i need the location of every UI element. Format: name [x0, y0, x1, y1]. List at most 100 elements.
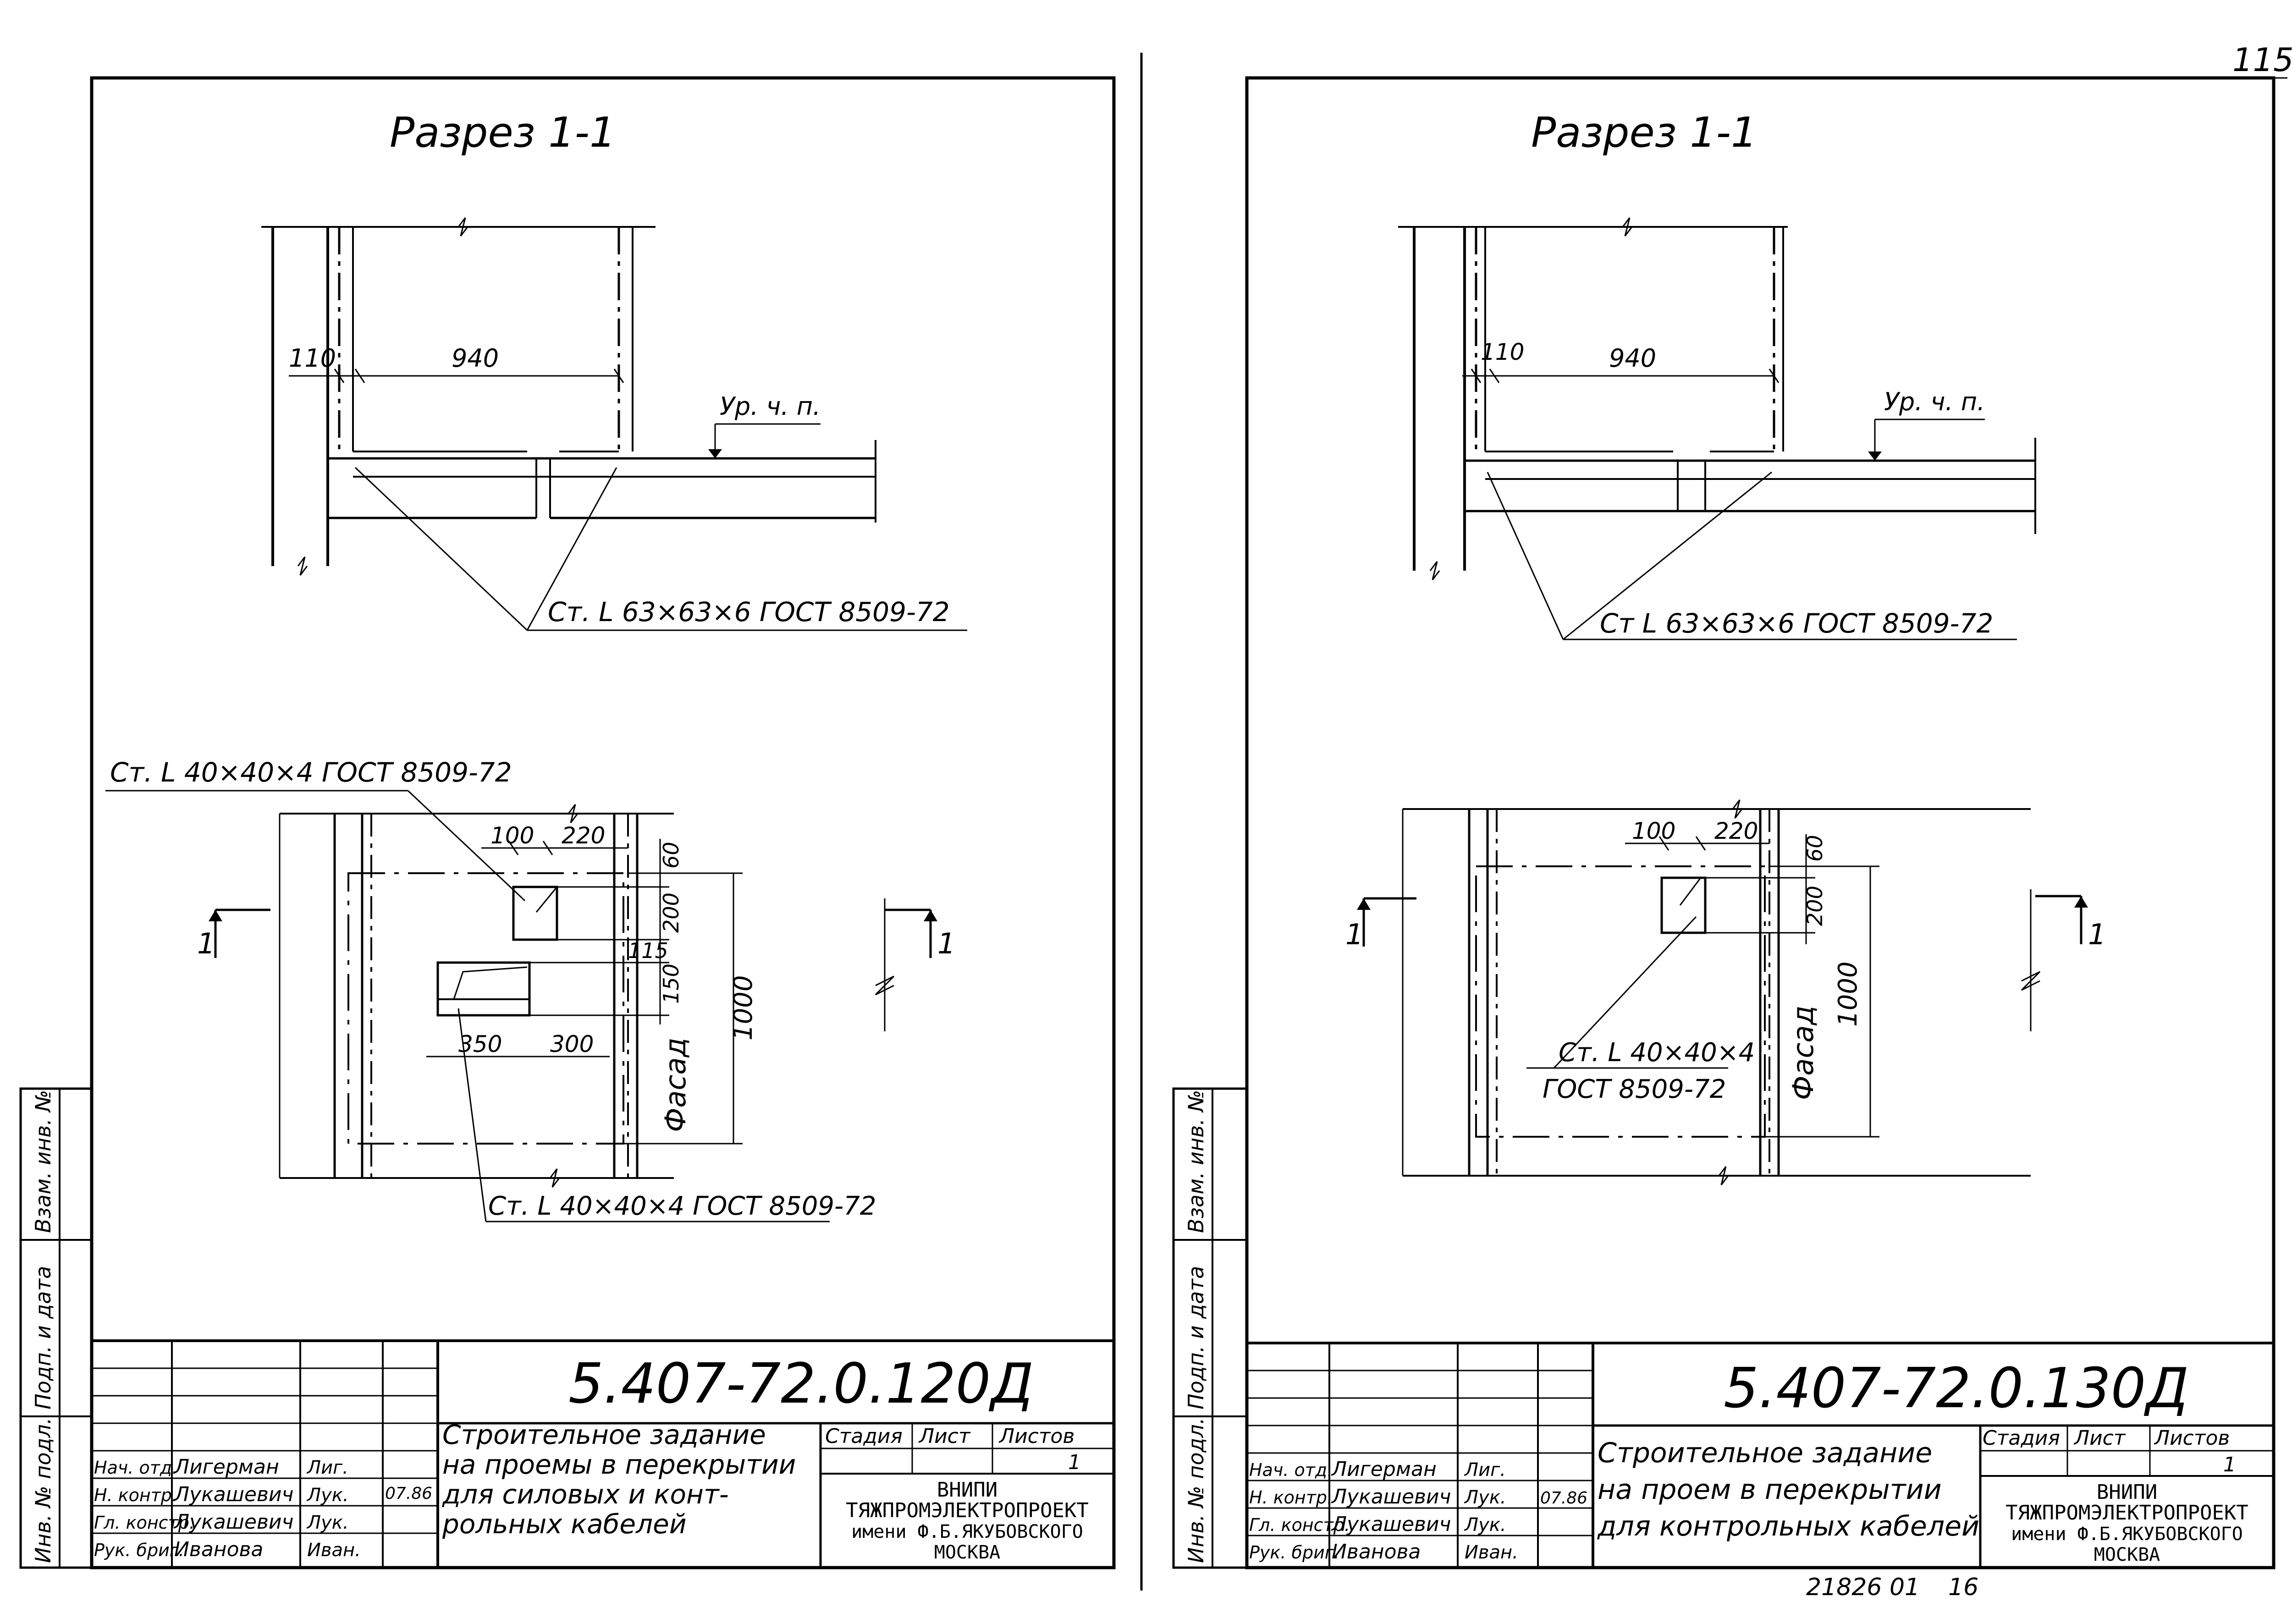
title-line-1: Строительное задание: [442, 1419, 766, 1450]
sig-mark-4: Иван.: [307, 1540, 361, 1561]
sig-role-3: Гл. констр.: [94, 1513, 195, 1533]
angle-label-section: Ст. L 63×63×6 ГОСТ 8509-72: [548, 596, 950, 628]
stamp-sign-date: Подп. и дата: [1184, 1266, 1208, 1409]
section-drawing: 110 940 Ур. ч. п. Ст. L 63×63×6 ГОСТ 850…: [261, 217, 967, 631]
title-block: 5.407-72.0.130Д Строительное задание на …: [1247, 1342, 2274, 1568]
dim-110: 110: [1481, 339, 1524, 365]
cut-mark-right: 1: [937, 927, 955, 960]
facade-label: Фасад: [659, 1038, 692, 1132]
sig-role-3: Гл. констр.: [1249, 1515, 1350, 1535]
stamp-sheets-value: 1: [2223, 1453, 2236, 1476]
sig-mark-1: Лиг.: [1464, 1459, 1506, 1481]
stamp-vzam-inv: Взам. инв. №: [1184, 1090, 1208, 1233]
level-label: Ур. ч. п.: [720, 392, 821, 421]
title-line-2: на проем в перекрытии: [1598, 1474, 1942, 1506]
footer-num: 16: [1948, 1574, 1978, 1601]
dim-1000: 1000: [728, 975, 758, 1040]
sig-date-1: 07.86: [385, 1484, 432, 1503]
org-line-2: ТЯЖПРОМЭЛЕКТРОПРОЕКТ: [846, 1499, 1089, 1522]
dim-100: 100: [1632, 818, 1675, 844]
sig-name-2: Лукашевич: [1331, 1485, 1451, 1508]
dim-115: 115: [628, 938, 668, 963]
dim-200: 200: [659, 892, 683, 933]
dim-1000: 1000: [1833, 961, 1863, 1027]
org-line-4: МОСКВА: [2094, 1544, 2160, 1565]
sig-role-2: Н. контр.: [1249, 1487, 1333, 1508]
org-line-2: ТЯЖПРОМЭЛЕКТРОПРОЕКТ: [2006, 1501, 2248, 1525]
sig-role-2: Н. контр.: [94, 1485, 177, 1505]
title-line-2: на проемы в перекрытии: [442, 1449, 796, 1480]
cut-mark-right: 1: [2088, 918, 2106, 951]
side-stamp: Взам. инв. № Подп. и дата Инв. № подл.: [19, 1087, 93, 1569]
sig-name-4: Иванова: [1332, 1540, 1421, 1563]
angle-label-bottom: Ст. L 40×40×4 ГОСТ 8509-72: [488, 1191, 876, 1221]
sig-mark-4: Иван.: [1465, 1542, 1518, 1563]
sig-role-4: Рук. бриг.: [94, 1540, 184, 1560]
angle-label-section: Ст L 63×63×6 ГОСТ 8509-72: [1600, 608, 1993, 639]
title-line-1: Строительное задание: [1598, 1437, 1932, 1469]
dim-60: 60: [1802, 835, 1827, 862]
doc-code: 5.407-72.0.130Д: [1724, 1357, 2189, 1420]
doc-code: 5.407-72.0.120Д: [568, 1352, 1034, 1416]
dim-220: 220: [1714, 818, 1758, 844]
stamp-inv-no: Инв. № подл.: [1184, 1418, 1208, 1563]
org-line-3: имени Ф.Б.ЯКУБОВСКОГО: [851, 1521, 1083, 1542]
sig-name-2: Лукашевич: [173, 1483, 294, 1506]
sig-mark-3: Лук.: [306, 1512, 349, 1533]
sig-name-1: Лигерман: [173, 1455, 279, 1479]
dim-60: 60: [659, 842, 683, 869]
section-title: Разрез 1-1: [1531, 109, 1757, 157]
org-line-1: ВНИПИ: [937, 1478, 997, 1502]
sig-mark-3: Лук.: [1464, 1514, 1506, 1536]
angle-label-line1: Ст. L 40×40×4: [1559, 1038, 1755, 1068]
sig-name-1: Лигерман: [1331, 1458, 1437, 1481]
angle-label-line2: ГОСТ 8509-72: [1543, 1074, 1726, 1104]
stamp-stage: Стадия: [825, 1425, 903, 1448]
title-line-4: рольных кабелей: [442, 1508, 687, 1540]
stamp-inv-no: Инв. № подл.: [31, 1418, 55, 1563]
section-title: Разрез 1-1: [390, 109, 616, 157]
angle-label-top: Ст. L 40×40×4 ГОСТ 8509-72: [110, 757, 512, 788]
dim-300: 300: [550, 1031, 594, 1057]
sig-mark-1: Лиг.: [306, 1457, 348, 1478]
facade-label: Фасад: [1786, 1006, 1820, 1100]
cut-mark-left: 1: [1345, 918, 1363, 951]
dim-110: 110: [289, 344, 336, 373]
stamp-stage: Стадия: [1983, 1426, 2060, 1450]
dim-100: 100: [490, 822, 534, 849]
stamp-sheets: Листов: [998, 1425, 1074, 1448]
cut-mark-left: 1: [197, 927, 215, 960]
stamp-sheet: Лист: [2073, 1426, 2126, 1450]
plan-drawing: 100 220 60 200 1000 Фасад Ст. L 40×40×4 …: [1345, 799, 2106, 1185]
page-number: 115: [2232, 41, 2292, 79]
sheet-left: Разрез 1-1 110 940: [19, 76, 1116, 1569]
stamp-sign-date: Подп. и дата: [31, 1266, 55, 1409]
sig-mark-2: Лук.: [1464, 1487, 1506, 1508]
sig-name-4: Иванова: [174, 1538, 263, 1561]
sig-date-1: 07.86: [1540, 1489, 1587, 1508]
dim-200: 200: [1802, 886, 1827, 926]
title-line-3: для силовых и конт-: [442, 1479, 729, 1510]
sheet-right: Разрез 1-1 110 940: [1172, 76, 2275, 1569]
dim-940: 940: [452, 344, 499, 373]
org-line-1: ВНИПИ: [2097, 1481, 2157, 1504]
dim-150: 150: [659, 963, 683, 1004]
sig-role-4: Рук. бриг.: [1249, 1542, 1339, 1563]
title-block: 5.407-72.0.120Д Строительное задание на …: [92, 1339, 1114, 1568]
stamp-sheet: Лист: [918, 1425, 971, 1448]
level-label: Ур. ч. п.: [1884, 387, 1985, 416]
plan-drawing: Ст. L 40×40×4 ГОСТ 8509-72: [105, 757, 955, 1222]
sig-role-1: Нач. отд.: [94, 1458, 177, 1478]
dim-940: 940: [1609, 344, 1656, 373]
dim-220: 220: [562, 822, 605, 849]
section-drawing: 110 940 Ур. ч. п. Ст L 63×63×6 ГОСТ 8509…: [1398, 217, 2036, 640]
org-line-4: МОСКВА: [934, 1542, 1001, 1563]
side-stamp: Взам. инв. № Подп. и дата Инв. № подл.: [1172, 1087, 1248, 1569]
sig-role-1: Нач. отд.: [1249, 1460, 1333, 1480]
stamp-sheets-value: 1: [1068, 1451, 1081, 1474]
sig-name-3: Лукашевич: [173, 1510, 294, 1534]
sig-mark-2: Лук.: [306, 1485, 349, 1506]
sig-name-3: Лукашевич: [1331, 1513, 1451, 1536]
org-line-3: имени Ф.Б.ЯКУБОВСКОГО: [2011, 1524, 2243, 1545]
dim-350: 350: [458, 1031, 502, 1057]
